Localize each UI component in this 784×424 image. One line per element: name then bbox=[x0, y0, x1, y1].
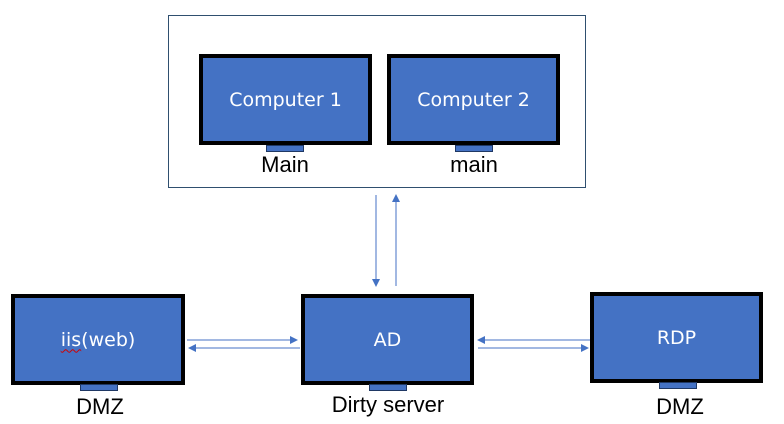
computer-2-monitor[interactable]: Computer 2 bbox=[387, 54, 560, 145]
ad-caption: Dirty server bbox=[331, 392, 445, 417]
iis-web-label-suffix: (web) bbox=[81, 328, 136, 351]
ad-monitor[interactable]: AD bbox=[301, 294, 474, 385]
computer-2-caption: main bbox=[450, 152, 498, 177]
computer-1-monitor[interactable]: Computer 1 bbox=[199, 54, 372, 145]
iis-web-monitor[interactable]: iis(web) bbox=[11, 294, 185, 385]
computer-2-label: Computer 2 bbox=[417, 88, 530, 111]
iis-web-stand bbox=[80, 384, 118, 391]
computer-2-stand bbox=[455, 145, 493, 152]
computer-1-stand bbox=[266, 145, 304, 152]
computer-1-label: Computer 1 bbox=[229, 88, 342, 111]
rdp-monitor[interactable]: RDP bbox=[590, 292, 763, 383]
main-network-group bbox=[168, 15, 586, 188]
iis-web-label: iis(web) bbox=[61, 329, 136, 351]
ad-label: AD bbox=[373, 328, 402, 351]
rdp-stand bbox=[659, 382, 697, 389]
computer-1-caption: Main bbox=[261, 152, 309, 177]
iis-web-caption: DMZ bbox=[76, 394, 124, 419]
ad-stand bbox=[369, 384, 407, 391]
rdp-caption: DMZ bbox=[656, 394, 704, 419]
rdp-label: RDP bbox=[656, 326, 697, 349]
iis-web-label-prefix: iis bbox=[60, 328, 82, 351]
